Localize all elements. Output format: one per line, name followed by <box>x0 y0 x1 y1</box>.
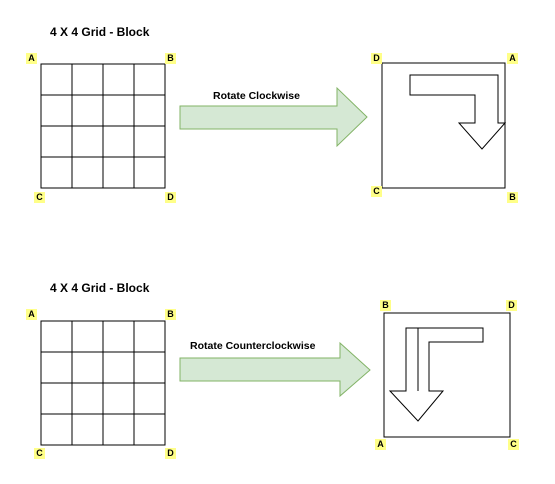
result1-corner-bottom-left: C <box>371 186 382 197</box>
result2-corner-top-left: B <box>380 300 391 311</box>
result1-corner-bottom-right: B <box>507 192 518 203</box>
result1-corner-top-left: D <box>371 53 382 64</box>
grid-4x4-top <box>40 63 166 189</box>
grid1-corner-top-left: A <box>26 53 37 64</box>
grid2-corner-top-right: B <box>165 309 176 320</box>
rotate-clockwise-label: Rotate Clockwise <box>213 90 300 102</box>
result2-corner-bottom-right: C <box>508 439 519 450</box>
diagram2-title: 4 X 4 Grid - Block <box>50 281 150 295</box>
grid-4x4-bottom <box>40 320 166 446</box>
diagram1-title: 4 X 4 Grid - Block <box>50 25 150 39</box>
bent-arrow-counterclockwise <box>388 327 484 422</box>
grid1-corner-top-right: B <box>165 53 176 64</box>
rotate-clockwise-arrow <box>179 86 368 148</box>
rotate-counterclockwise-label: Rotate Counterclockwise <box>190 340 316 352</box>
result2-corner-top-right: D <box>506 300 517 311</box>
grid2-corner-top-left: A <box>26 309 37 320</box>
grid1-corner-bottom-right: D <box>165 192 176 203</box>
grid2-corner-bottom-left: C <box>34 448 45 459</box>
bent-arrow-clockwise <box>409 74 507 150</box>
result1-corner-top-right: A <box>507 53 518 64</box>
grid1-corner-bottom-left: C <box>34 192 45 203</box>
rotate-counterclockwise-arrow <box>179 341 371 398</box>
grid2-corner-bottom-right: D <box>165 448 176 459</box>
result2-corner-bottom-left: A <box>375 439 386 450</box>
